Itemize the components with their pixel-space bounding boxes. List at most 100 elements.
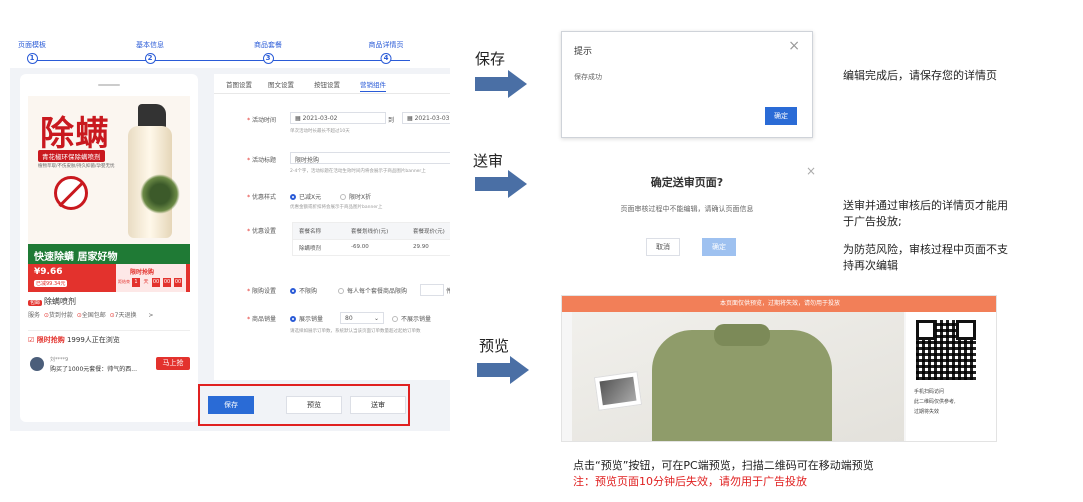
tab-graphics[interactable]: 图文设置 xyxy=(268,81,294,89)
step-2[interactable]: 基本信息 2 xyxy=(136,41,164,64)
cell-current-price[interactable]: 29.90 xyxy=(413,244,429,250)
style-radio-discount[interactable]: 限时X折 xyxy=(340,192,371,201)
green-slogan-bar: 快速除螨 居家好物 xyxy=(28,244,190,264)
countdown-label: 距结束 xyxy=(118,279,130,284)
flash-sale-row: ☑ 限时抢购 1999人正在浏览 xyxy=(28,330,190,346)
table-header-current: 套餐现价(元) xyxy=(413,229,445,235)
flash-sale-title: 限时抢购 xyxy=(36,336,65,344)
product-name: 除螨喷剂 xyxy=(44,297,77,306)
title-hint: 2-4个字，活动标题在活动生效时间内将会展示于商品图片banner上 xyxy=(290,169,426,174)
style-hint: 优惠金额或折扣将会展示于商品图片banner上 xyxy=(290,205,383,210)
qr-line-1: 手机扫码访问 xyxy=(914,389,945,395)
action-buttons-highlight: 保存 预览 送审 xyxy=(198,384,410,426)
dialog-title: 确定送审页面? xyxy=(650,176,724,189)
flash-icon: ☑ xyxy=(28,336,37,344)
preview-arrow-label: 预览 xyxy=(479,337,510,355)
preview-page: 本页面仅供预览，过期将失效，请勿用于投放 手机扫码访问 此二维码仅供参考, 过期… xyxy=(561,295,997,442)
avatar xyxy=(30,357,44,371)
close-icon[interactable]: × xyxy=(805,164,816,178)
sales-count-select[interactable]: 80⌄ xyxy=(340,312,384,324)
phone-preview: 除螨 青花椒环保除螨喷剂 植物萃取/不伤皮肤/持久抑菌/孕婴无忧 快速除螨 居家… xyxy=(20,74,198,422)
limit-radio-per-person[interactable]: 每人每个套餐商品限购 xyxy=(338,286,407,295)
shirt-image xyxy=(652,324,832,441)
submit-caption-line-1: 送审并通过审核后的详情页才能用 xyxy=(843,199,1008,212)
settings-tabs: 首图设置 图文设置 按钮设置 营销组件 xyxy=(214,74,450,94)
style-radio-reduce[interactable]: 已减X元 xyxy=(290,192,321,201)
buyer-ticker: 刘****9 购买了1000元套餐：帅气的西... 马上抢 xyxy=(28,354,190,380)
confirm-button[interactable]: 确定 xyxy=(702,238,736,256)
start-date-input[interactable]: ▦ 2021-03-02 xyxy=(290,112,386,124)
viewer-count: 1999人正在浏览 xyxy=(66,336,120,344)
submit-caption-line-4: 持再次编辑 xyxy=(843,259,898,272)
table-header: 套餐名称 套餐划线价(元) 套餐现价(元) xyxy=(293,223,450,239)
tab-button[interactable]: 按钮设置 xyxy=(314,81,340,89)
countdown-days: 1 xyxy=(132,278,140,287)
save-button[interactable]: 保存 xyxy=(208,396,254,414)
limit-unit: 件 xyxy=(446,288,450,295)
chevron-down-icon: ⌄ xyxy=(373,315,379,322)
step-4[interactable]: 商品详情页 4 xyxy=(369,41,404,64)
sales-radio-show[interactable]: 展示销量 xyxy=(290,314,323,323)
purchase-limit-label: * 限购设置 xyxy=(247,288,276,295)
table-header-original: 套餐划线价(元) xyxy=(351,229,389,235)
activity-title-label: * 活动标题 xyxy=(247,157,276,164)
step-2-label: 基本信息 xyxy=(136,41,164,49)
countdown-box: 限时抢购 距结束 1 天 00 00 00 xyxy=(116,264,186,292)
flash-sale-label: 限时抢购 xyxy=(130,269,155,276)
service-cod: 货到付款 xyxy=(48,312,73,319)
qr-line-2: 此二维码仅供参考, xyxy=(914,399,956,405)
close-icon[interactable]: × xyxy=(788,38,800,54)
countdown-hours: 00 xyxy=(152,278,160,287)
cancel-button[interactable]: 取消 xyxy=(646,238,680,256)
banner-tagline: 植物萃取/不伤皮肤/持久抑菌/孕婴无忧 xyxy=(38,164,115,169)
end-date-input[interactable]: ▦ 2021-03-03 xyxy=(402,112,450,124)
tab-cover[interactable]: 首图设置 xyxy=(226,81,252,89)
step-1-number: 1 xyxy=(26,53,38,64)
countdown-day-unit: 天 xyxy=(143,279,149,285)
phone-notch xyxy=(98,84,120,86)
confirm-button[interactable]: 确定 xyxy=(765,107,797,125)
time-hint: 单次活动时长最长不超过10天 xyxy=(290,129,350,134)
service-row[interactable]: 服务 ⊙货到付款 ⊙全国包邮 ⊙7天退换 > xyxy=(28,310,190,319)
cell-name: 除螨喷剂 xyxy=(299,246,322,252)
right-arrow-icon xyxy=(475,70,527,98)
service-label: 服务 xyxy=(28,312,41,319)
check-icon: ⊙ xyxy=(107,312,115,319)
check-icon: ⊙ xyxy=(74,312,82,319)
preview-button[interactable]: 预览 xyxy=(286,396,342,414)
step-4-number: 4 xyxy=(380,53,392,64)
qr-side-panel: 手机扫码访问 此二维码仅供参考, 过期将失效 xyxy=(906,312,996,441)
pepper-plant-image xyxy=(140,174,180,214)
activity-time-label: * 活动时间 xyxy=(247,117,276,124)
banner-title: 除螨 xyxy=(40,114,110,154)
step-line xyxy=(32,60,410,61)
qr-code-icon xyxy=(916,320,976,380)
discount-setting-label: * 优惠设置 xyxy=(247,228,276,235)
sales-radio-hide[interactable]: 不展示销量 xyxy=(392,314,431,323)
activity-title-input[interactable]: 限时抢购 xyxy=(290,152,450,164)
preview-note: 注：预览页面10分钟后失效，请勿用于广告投放 xyxy=(573,475,807,488)
editor-screenshot: 页面模板 1 基本信息 2 商品套餐 3 商品详情页 4 除螨 青花椒环保除螨喷… xyxy=(10,38,450,431)
spray-nozzle-icon xyxy=(138,104,166,130)
no-bug-icon xyxy=(54,176,88,210)
step-3-number: 3 xyxy=(262,53,274,64)
free-shipping-badge: 包邮 xyxy=(28,300,43,306)
countdown-minutes: 00 xyxy=(163,278,171,287)
product-name-row: 包邮除螨喷剂 xyxy=(28,296,76,307)
submit-review-button[interactable]: 送审 xyxy=(350,396,406,414)
buy-now-button[interactable]: 马上抢 xyxy=(156,357,190,370)
limit-radio-none[interactable]: 不限购 xyxy=(290,286,317,295)
limit-quantity-input[interactable] xyxy=(420,284,444,296)
dialog-message: 页面审核过程中不能编辑，请确认页面信息 xyxy=(620,205,754,213)
tab-marketing[interactable]: 营销组件 xyxy=(360,79,386,92)
step-1[interactable]: 页面模板 1 xyxy=(18,41,46,64)
save-success-dialog: 提示 × 保存成功 确定 xyxy=(561,31,813,138)
cell-original-price[interactable]: -69.00 xyxy=(351,244,369,250)
check-icon: ⊙ xyxy=(41,312,49,319)
submit-confirm-dialog: 确定送审页面? × 页面审核过程中不能编辑，请确认页面信息 取消 确定 xyxy=(572,160,822,270)
step-3-label: 商品套餐 xyxy=(254,41,282,49)
preview-caption: 点击“预览”按钮，可在PC端预览，扫描二维码可在移动端预览 xyxy=(573,459,874,472)
step-3[interactable]: 商品套餐 3 xyxy=(254,41,282,64)
date-to-label: 到 xyxy=(387,117,394,124)
photo-card-image xyxy=(593,371,643,411)
